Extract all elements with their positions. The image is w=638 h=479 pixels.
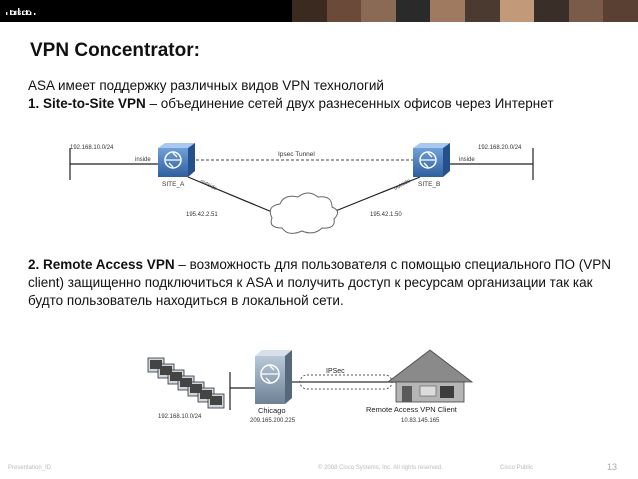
remote-client-house-icon [386, 349, 474, 403]
tunnel-label: Ipsec Tunnel [278, 151, 315, 158]
header-photo [603, 0, 638, 22]
right-outside-label: outside [393, 178, 411, 192]
header-photo [292, 0, 327, 22]
logo-text: CISCO [10, 11, 32, 17]
right-outside-link [332, 176, 421, 213]
lan-pcs-icon [147, 357, 225, 409]
chicago-label: Chicago [258, 406, 286, 415]
intro-paragraph: ASA имеет поддержку различных видов VPN … [28, 77, 618, 113]
right-network-label: 192.168.20.0/24 [478, 145, 522, 151]
header-bar: CISCO [0, 0, 638, 22]
right-ip-label: 195.42.1.50 [370, 212, 402, 218]
point1-lead: 1. Site-to-Site VPN [28, 96, 146, 111]
header-photo-strip [292, 0, 638, 22]
point2-lead: 2. Remote Access VPN [28, 257, 175, 272]
site-b-firewall-icon [413, 143, 450, 177]
cisco-bridge-icon [6, 8, 36, 15]
left-outside-link [187, 176, 273, 213]
header-photo [568, 0, 604, 22]
chicago-firewall-icon [255, 350, 292, 404]
ipsec-tunnel-icon [292, 374, 400, 390]
header-photo [534, 0, 569, 22]
footer-left: Presentation_ID [8, 465, 52, 471]
remote-access-diagram: 192.168.10.0/24 Chicago 209.165.200.225 … [147, 349, 474, 424]
left-ip-label: 195.42.2.51 [186, 212, 218, 218]
page-number: 13 [607, 462, 618, 472]
left-outside-label: outside [199, 178, 217, 192]
site-to-site-diagram: 192.168.10.0/24 inside SITE_A Ipsec Tunn… [69, 143, 534, 234]
header-photo [326, 0, 362, 22]
footer-copyright: © 2008 Cisco Systems, Inc. All rights re… [318, 465, 443, 471]
header-photo [430, 0, 465, 22]
client-label: Remote Access VPN Client [366, 405, 458, 414]
header-photo [361, 0, 396, 22]
left-inside-label: inside [135, 157, 151, 163]
intro-line: ASA имеет поддержку различных видов VPN … [28, 78, 384, 93]
point-site-to-site: 1. Site-to-Site VPN – объединение сетей … [28, 95, 618, 113]
header-photo [464, 0, 500, 22]
header-photo [395, 0, 431, 22]
header-photo [499, 0, 535, 22]
slide-title: VPN Concentrator: [30, 40, 200, 61]
lan-label: 192.168.10.0/24 [158, 414, 202, 420]
point2-text: – возможность для пользователя с помощью… [28, 257, 612, 308]
remote-access-paragraph: 2. Remote Access VPN – возможность для п… [28, 256, 628, 310]
client-ip-label: 10.83.145.165 [401, 418, 440, 424]
internet-cloud-icon [269, 192, 338, 234]
cisco-logo: CISCO [4, 3, 38, 20]
chicago-ip-label: 209.165.200.225 [250, 418, 296, 424]
point1-text: – объединение сетей двух разнесенных офи… [145, 96, 554, 111]
site-a-firewall-icon [158, 143, 195, 177]
site-b-label: SITE_B [418, 181, 440, 188]
footer-right: Cisco Public [500, 465, 534, 471]
left-network-label: 192.168.10.0/24 [70, 145, 114, 151]
site-a-label: SITE_A [162, 181, 185, 188]
ipsec-label: IPSec [326, 368, 345, 375]
right-inside-label: inside [459, 157, 475, 163]
